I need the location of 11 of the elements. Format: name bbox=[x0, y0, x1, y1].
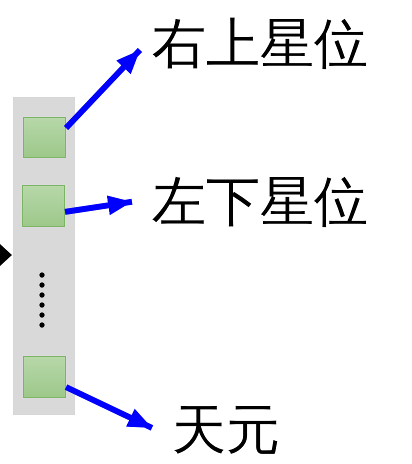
label-text: 天元 bbox=[172, 398, 280, 461]
panel-bar bbox=[13, 97, 75, 415]
arrow bbox=[0, 244, 12, 266]
arrow bbox=[64, 384, 154, 431]
arrow bbox=[64, 195, 132, 216]
square-box bbox=[23, 356, 66, 398]
square-box bbox=[22, 185, 65, 227]
arrow bbox=[64, 48, 142, 130]
label-text: 左下星位 bbox=[152, 170, 368, 233]
label-text: 右上星位 bbox=[152, 12, 368, 75]
square-box bbox=[23, 117, 66, 158]
